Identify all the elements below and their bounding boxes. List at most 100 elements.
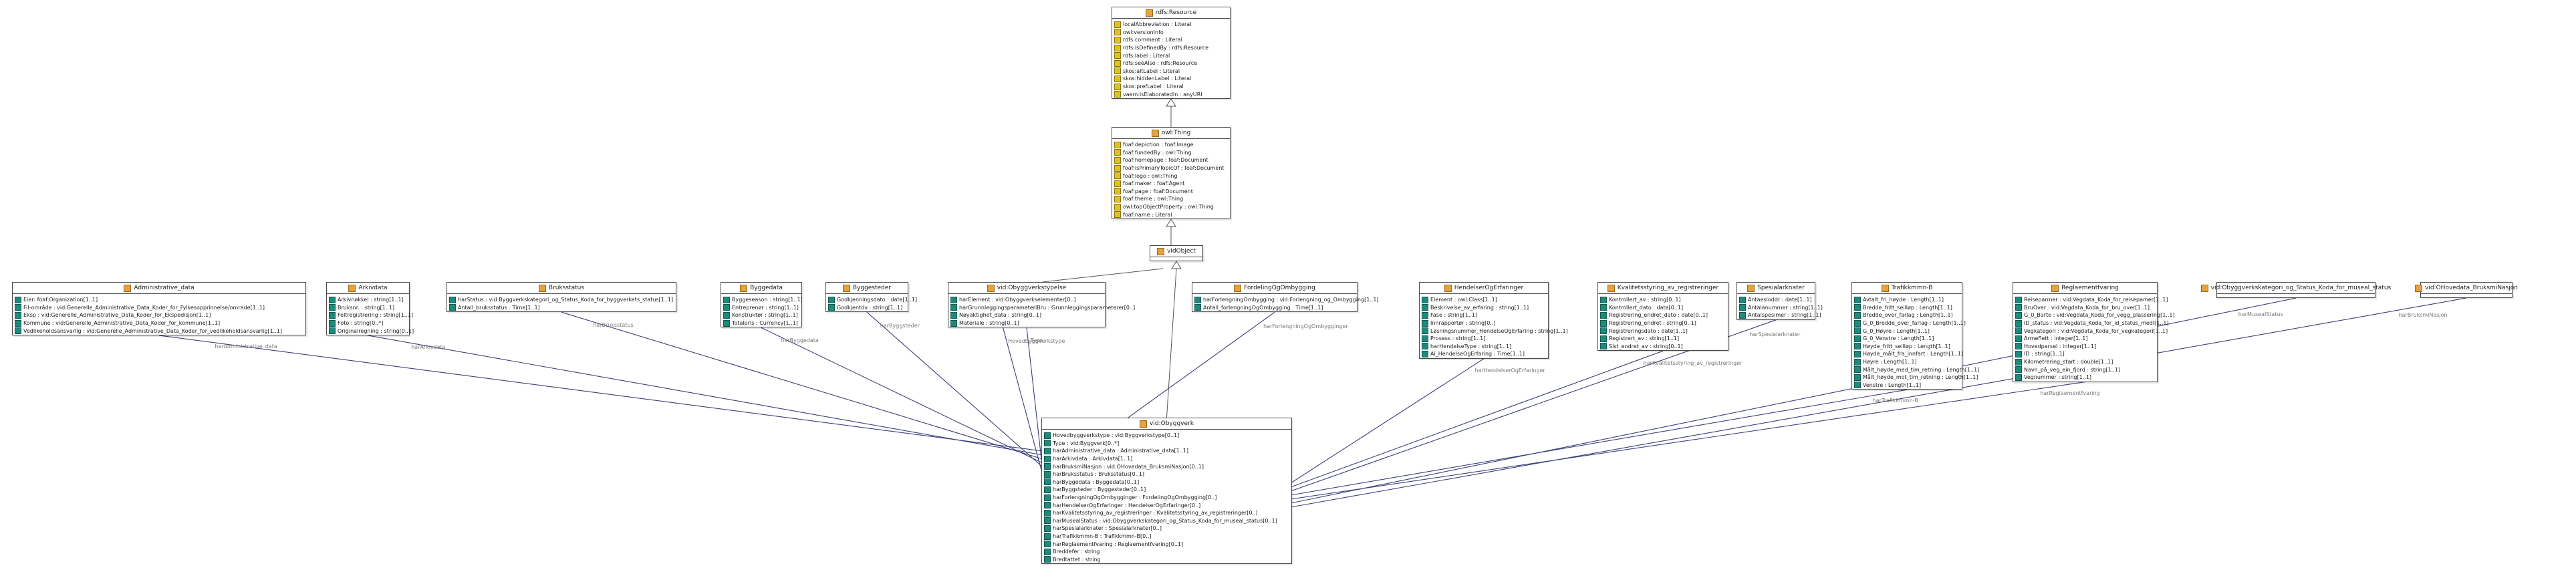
- association-edge: [761, 327, 1043, 464]
- attribute-icon: [1044, 486, 1051, 493]
- attribute-text: harKvalitetsstyring_av_registreringer : …: [1053, 510, 1258, 517]
- attribute-text: foaf:theme : owl:Thing: [1123, 196, 1184, 202]
- attribute-icon: [2015, 350, 2022, 357]
- attribute-icon: [1422, 304, 1428, 311]
- generalization-arrow: [1166, 219, 1176, 227]
- attribute-list: [2421, 294, 2512, 298]
- attribute-text: Registrering_endret : string[0..1]: [1609, 320, 1696, 327]
- attribute-row: rdfs:label : Literal: [1114, 51, 1228, 59]
- class-name: vidObject: [1167, 248, 1196, 255]
- class-box-vidohovedata[interactable]: vid:OHovedata_BruksmiNasjon: [2415, 282, 2518, 298]
- attribute-row: Reiseparmer : vid:Vegdata_Koda_for_reise…: [2015, 296, 2168, 304]
- attribute-text: Fase : string[1..1]: [1430, 312, 1478, 319]
- attribute-icon: [1114, 52, 1121, 59]
- attribute-text: rdfs:label : Literal: [1123, 52, 1170, 59]
- attribute-icon: [1044, 432, 1051, 439]
- attribute-row: Kontrollert_dato : date[0..1]: [1600, 304, 1726, 312]
- association-label: harByggedata: [781, 337, 819, 343]
- class-icon: [1145, 9, 1153, 17]
- class-name: FordelingOgOmbygging: [1244, 285, 1315, 291]
- class-icon: [1881, 284, 1889, 292]
- attribute-list: Antaesloddr : date[1..1]Antalanummer : s…: [1737, 294, 1823, 321]
- attribute-row: Kontrollert_av : string[0..1]: [1600, 296, 1726, 304]
- attribute-row: Feltregistrering : string[1..1]: [329, 311, 413, 319]
- attribute-row: owl:topObjectProperty : owl:Thing: [1114, 203, 1228, 211]
- association-label: harBruksstatus: [593, 322, 634, 329]
- attribute-text: Høyde_målt_fra_innfart : Length[1..1]: [1863, 351, 1964, 357]
- attribute-icon: [329, 304, 336, 311]
- association-edge: [1290, 358, 1485, 484]
- attribute-row: Kilometrering_start : double[1..1]: [2015, 358, 2155, 366]
- class-name: vid:OHovedata_BruksmiNasjon: [2425, 285, 2518, 291]
- attribute-icon: [1044, 525, 1051, 532]
- class-box-fordelingogombygging[interactable]: FordelingOgOmbygging harForlengningOmbygg…: [1192, 282, 1379, 313]
- attribute-text: Nøyaktighet_data : string[0..1]: [959, 312, 1041, 319]
- attribute-icon: [723, 296, 730, 303]
- attribute-text: Registrering_endret_dato : date[0..1]: [1609, 312, 1708, 319]
- class-icon: [348, 284, 356, 292]
- class-box-vidobyggverkskategori[interactable]: vid:Obyggverkskategori_og_Status_Koda_fo…: [2200, 282, 2391, 298]
- attribute-text: Målt_høyde_mot_tim_retning : Length[1..1…: [1863, 374, 1978, 381]
- association-label: harMusealStatus: [2238, 311, 2283, 318]
- attribute-icon: [2015, 327, 2022, 335]
- class-box-vidobject[interactable]: vidObject: [1150, 245, 1203, 261]
- attribute-icon: [1854, 327, 1861, 335]
- attribute-icon: [1422, 343, 1428, 350]
- attribute-text: skos:prefLabel : Literal: [1123, 84, 1184, 90]
- attribute-text: Godkjenningsdato : date[1..1]: [837, 297, 917, 303]
- generalization-arrow: [1171, 261, 1182, 269]
- attribute-row: harHendelseType : string[1..1]: [1422, 343, 1546, 351]
- attribute-text: foaf:page : foaf:Document: [1123, 188, 1193, 194]
- attribute-icon: [1114, 67, 1121, 75]
- attribute-text: Ai_HendelseOgErfaring : Time[1..1]: [1430, 351, 1525, 357]
- attribute-row: skos:altLabel : Literal: [1114, 67, 1228, 76]
- attribute-row: G_0_Venstre : Length[1..1]: [1854, 335, 1960, 343]
- attribute-row: skos:prefLabel : Literal: [1114, 83, 1228, 91]
- attribute-icon: [2015, 358, 2022, 366]
- class-icon: [1234, 284, 1242, 292]
- attribute-text: Kontrollert_dato : date[0..1]: [1609, 304, 1684, 311]
- attribute-row: Innrapportør : string[0..]: [1422, 319, 1546, 327]
- attribute-text: Type : vid:Byggverk[0..*]: [1053, 440, 1120, 446]
- attribute-icon: [1044, 548, 1051, 555]
- attribute-row: harForlengningOmbygging : vid:Forlengnin…: [1194, 296, 1379, 304]
- association-label: harArkivdata: [411, 343, 446, 350]
- attribute-text: vaem:isElaboratedIn : anyURI: [1123, 91, 1202, 98]
- attribute-row: harSpesialarknater : Spesialarknater[0..…: [1044, 525, 1289, 533]
- attribute-row: harHendelserOgErfaringer : HendelserOgEr…: [1044, 501, 1289, 509]
- attribute-text: foaf:maker : foaf:Agent: [1123, 180, 1185, 187]
- attribute-icon: [950, 311, 957, 319]
- attribute-text: Antaesloddr : date[1..1]: [1748, 297, 1812, 303]
- attribute-list: Arkivnøkkel : string[1..1]Bruksnr. : str…: [327, 294, 414, 337]
- attribute-row: Høyre : Length[1..1]: [1854, 358, 1960, 366]
- attribute-list: harStatus : vid:Byggverkskategori_og_Sta…: [447, 294, 676, 313]
- attribute-row: Fase : string[1..1]: [1422, 311, 1546, 319]
- attribute-text: Antall_bruksstatus : Time[1..1]: [458, 304, 540, 311]
- attribute-text: owl:topObjectProperty : owl:Thing: [1123, 204, 1214, 210]
- attribute-row: Eksp : vid:Generelle_Administrative_Data…: [15, 311, 303, 319]
- attribute-text: harMusealStatus : vid:Obyggverkskategori…: [1053, 517, 1277, 524]
- attribute-text: Bredde_fritt_seilløp : Length[1..1]: [1863, 304, 1952, 311]
- class-name: Spesialarknater: [1757, 285, 1805, 291]
- attribute-icon: [1739, 296, 1746, 303]
- attribute-icon: [1044, 478, 1051, 486]
- attribute-text: Antalspesimer : string[1..1]: [1748, 312, 1821, 319]
- attribute-text: Venstre : Length[1..1]: [1863, 382, 1922, 388]
- attribute-icon: [1114, 83, 1121, 90]
- attribute-row: skos:hiddenLabel : Literal: [1114, 75, 1228, 83]
- attribute-row: rdfs:isDefinedBy : rdfs:Resource: [1114, 44, 1228, 52]
